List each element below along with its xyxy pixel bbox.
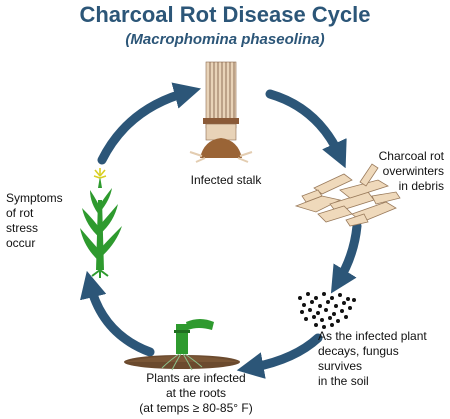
- page-subtitle: (Macrophomina phaseolina): [125, 31, 325, 48]
- cycle-arrow-icon: [265, 89, 347, 169]
- debris-illustration: [294, 163, 401, 227]
- soil-dots-illustration: [298, 292, 356, 329]
- page-title: Charcoal Rot Disease Cycle: [79, 2, 371, 27]
- label-symptoms: Symptoms of rot stress occur: [6, 191, 63, 250]
- label-overwinters: Charcoal rot overwinters in debris: [378, 149, 444, 193]
- label-infected-roots: Plants are infected at the roots (at tem…: [139, 371, 253, 415]
- cycle-arrow-icon: [330, 221, 362, 294]
- label-infected-stalk: Infected stalk: [190, 173, 262, 187]
- label-survives-soil: As the infected plant decays, fungus sur…: [318, 329, 427, 388]
- cycle-arrow-icon: [236, 333, 323, 379]
- cycle-arrow-icon: [97, 82, 202, 165]
- cycle-arrow-icon: [80, 270, 155, 357]
- cycle-arrows: [80, 82, 362, 379]
- stalk-illustration: [189, 61, 253, 163]
- corn-plant-illustration: [80, 168, 122, 278]
- root-seedling-illustration: [124, 319, 240, 371]
